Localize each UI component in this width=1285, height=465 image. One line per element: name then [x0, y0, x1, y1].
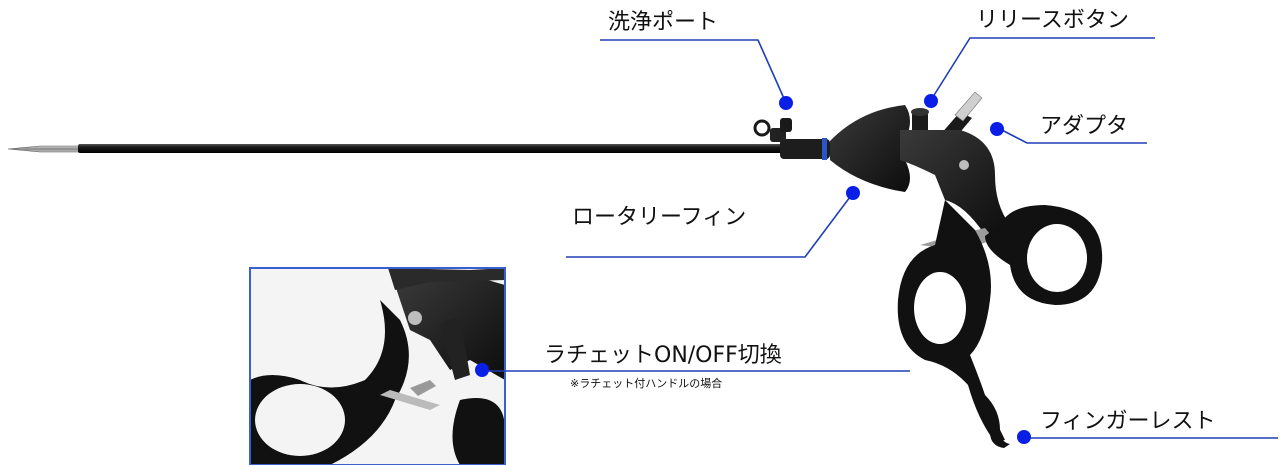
leader-adapter	[997, 127, 1147, 144]
release-button	[911, 108, 929, 134]
instrument-illustration	[7, 91, 1103, 448]
leader-lines	[484, 37, 1278, 439]
shaft	[78, 144, 788, 153]
marker-ratchet	[475, 363, 489, 377]
jaw-tip	[7, 145, 81, 153]
label-ratchet-note: ※ラチェット付ハンドルの場合	[570, 377, 723, 390]
inset-border	[249, 267, 506, 465]
leader-wash-port	[600, 39, 787, 104]
marker-release-button	[924, 94, 938, 108]
leader-rotary-fin	[566, 192, 854, 258]
marker-dots	[475, 94, 1031, 444]
label-rotary-fin: ロータリーフィン	[572, 205, 747, 230]
label-wash-port: 洗浄ポート	[608, 10, 719, 35]
label-adapter: アダプタ	[1040, 114, 1129, 139]
ratchet-switch	[440, 318, 470, 380]
marker-finger-rest	[1017, 430, 1031, 444]
marker-adapter	[990, 122, 1004, 136]
leader-release-button	[930, 37, 1155, 101]
wash-port	[753, 118, 792, 142]
handle-body	[900, 130, 1010, 235]
collar	[780, 139, 830, 159]
rotary-fin	[830, 105, 910, 192]
label-release-button: リリースボタン	[976, 8, 1129, 33]
marker-rotary-fin	[846, 186, 860, 200]
ratchet-inset	[249, 267, 506, 465]
finger-rest	[980, 395, 1010, 448]
marker-wash-port	[779, 96, 793, 110]
label-ratchet-switch: ラチェットON/OFF切換	[544, 343, 782, 368]
label-finger-rest: フィンガーレスト	[1040, 409, 1216, 434]
